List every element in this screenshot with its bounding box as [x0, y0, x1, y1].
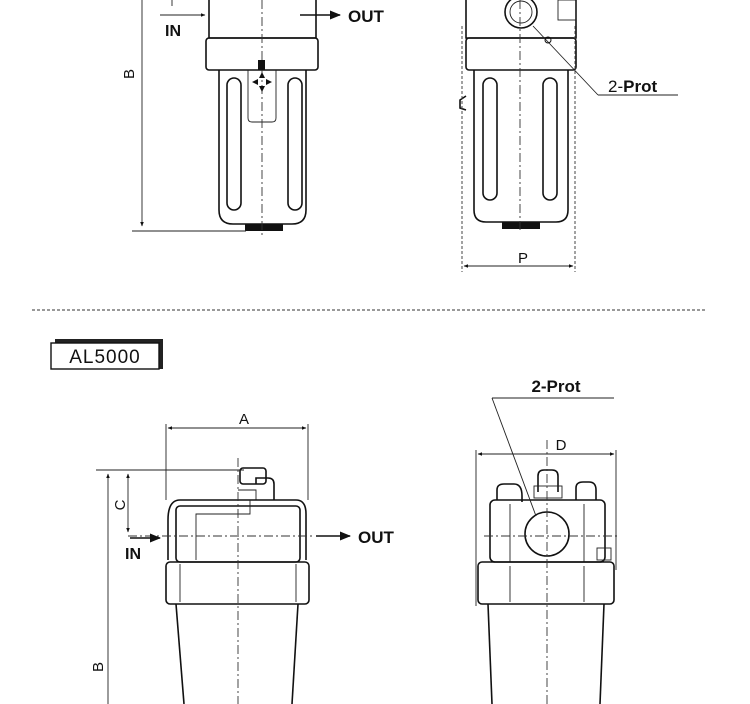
- top-port-label-prefix: 2-: [608, 77, 623, 96]
- top-front-view: [132, 0, 342, 238]
- bottom-side-view: [475, 397, 618, 704]
- bottom-front-view: [96, 424, 352, 704]
- top-port-label: 2-Prot: [608, 77, 657, 96]
- top-in-label: IN: [165, 23, 181, 40]
- top-dim-p-label: P: [518, 250, 528, 267]
- bottom-in-label: IN: [125, 546, 141, 563]
- bottom-dim-b-label: B: [90, 662, 107, 672]
- bottom-dim-d-label: D: [556, 437, 567, 454]
- top-dim-b-label: B: [121, 69, 138, 79]
- model-name: AL5000: [69, 347, 141, 368]
- bottom-dim-a-label: A: [239, 411, 249, 428]
- bottom-out-label: OUT: [358, 528, 395, 547]
- top-side-view: [459, 0, 678, 272]
- bottom-port-label: 2-Prot: [531, 377, 580, 396]
- top-port-label-word: Prot: [623, 77, 657, 96]
- model-label-box: [50, 339, 163, 370]
- top-out-label: OUT: [348, 7, 385, 26]
- bottom-dim-c-label: C: [112, 499, 129, 510]
